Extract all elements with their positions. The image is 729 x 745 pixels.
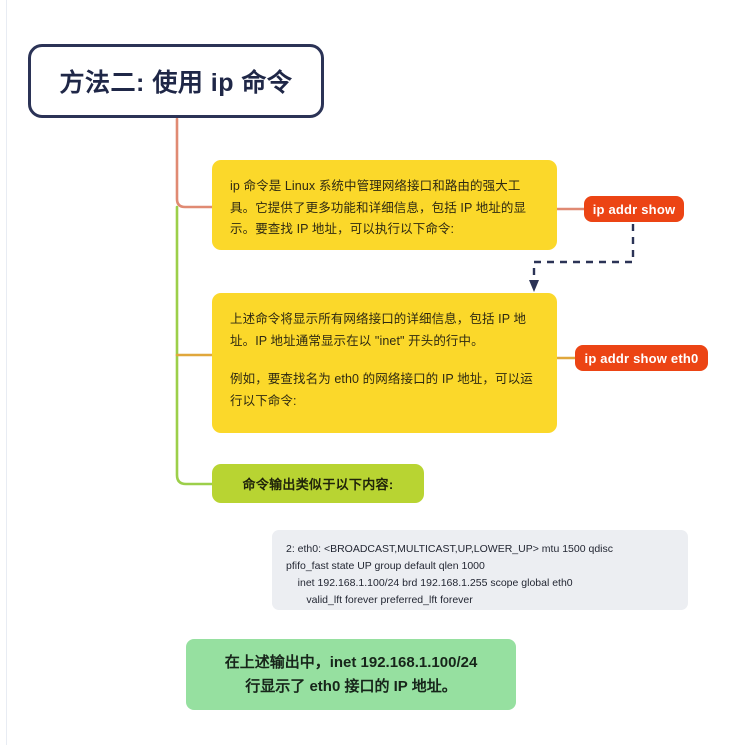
dashed-flow-arrowhead: [529, 280, 539, 292]
code-output-text: 2: eth0: <BROADCAST,MULTICAST,UP,LOWER_U…: [286, 543, 613, 606]
note-card-output-label[interactable]: 命令输出类似于以下内容:: [212, 464, 424, 503]
note-card-ip-command-intro[interactable]: ip 命令是 Linux 系统中管理网络接口和路由的强大工具。它提供了更多功能和…: [212, 160, 557, 250]
note-paragraph: ip 命令是 Linux 系统中管理网络接口和路由的强大工具。它提供了更多功能和…: [230, 179, 527, 236]
conclusion-line-2: 行显示了 eth0 接口的 IP 地址。: [245, 677, 457, 695]
command-chip-ip-addr-show-eth0[interactable]: ip addr show eth0: [575, 345, 708, 371]
code-output-block: 2: eth0: <BROADCAST,MULTICAST,UP,LOWER_U…: [272, 530, 688, 610]
note-paragraph: 例如，要查找名为 eth0 的网络接口的 IP 地址，可以运行以下命令:: [230, 372, 533, 408]
output-label-text: 命令输出类似于以下内容:: [242, 477, 394, 492]
command-chip-ip-addr-show[interactable]: ip addr show: [584, 196, 684, 222]
page-title: 方法二: 使用 ip 命令: [59, 69, 293, 97]
branch-green-trunk: [175, 205, 215, 486]
root-title-node[interactable]: 方法二: 使用 ip 命令: [28, 44, 324, 118]
page-left-rule: [6, 0, 7, 745]
note-paragraph: 上述命令将显示所有网络接口的详细信息，包括 IP 地址。IP 地址通常显示在以 …: [230, 312, 527, 348]
conclusion-card[interactable]: 在上述输出中，inet 192.168.1.100/24 行显示了 eth0 接…: [186, 639, 516, 710]
branch-salmon: [175, 117, 215, 209]
conclusion-line-1: 在上述输出中，inet 192.168.1.100/24: [224, 654, 478, 672]
command-chip-label: ip addr show eth0: [584, 350, 699, 366]
note-card-inet-explanation[interactable]: 上述命令将显示所有网络接口的详细信息，包括 IP 地址。IP 地址通常显示在以 …: [212, 293, 557, 433]
command-chip-label: ip addr show: [592, 201, 676, 217]
